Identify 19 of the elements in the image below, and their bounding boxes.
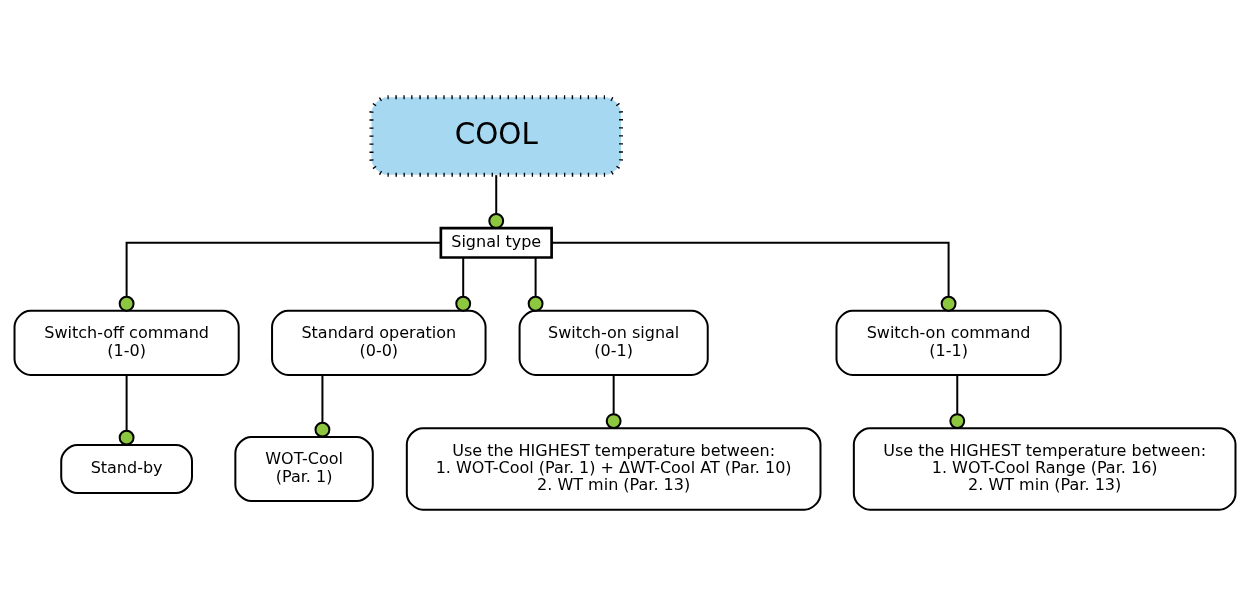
connector (949, 374, 966, 429)
node-box: COOL (369, 95, 623, 177)
node-box: Switch-on signal (0-1) (518, 309, 709, 376)
connector (118, 241, 442, 312)
connector (488, 174, 505, 229)
connector (314, 374, 331, 438)
connector (118, 374, 135, 446)
node-box: Switch-on command (1-1) (835, 309, 1062, 376)
node-box: Use the HIGHEST temperature between: 1. WOT-Cool (Par. 1) + ΔWT-Cool AT (Par. 10) 2. WT min (Par. 13) (405, 427, 822, 511)
node-box: WOT-Cool (Par. 1) (234, 435, 374, 502)
node-box: Switch-off command (1-0) (13, 309, 240, 376)
node-box: Signal type (439, 226, 553, 259)
node-box: Stand-by (60, 443, 193, 494)
node-box: Use the HIGHEST temperature between: 1. WOT-Cool Range (Par. 16) 2. WT min (Par. 13) (852, 427, 1237, 511)
connector (605, 374, 622, 429)
connector (455, 256, 472, 312)
node-box: Standard operation (0-0) (271, 309, 487, 376)
connector (527, 256, 544, 312)
connector (550, 241, 957, 312)
